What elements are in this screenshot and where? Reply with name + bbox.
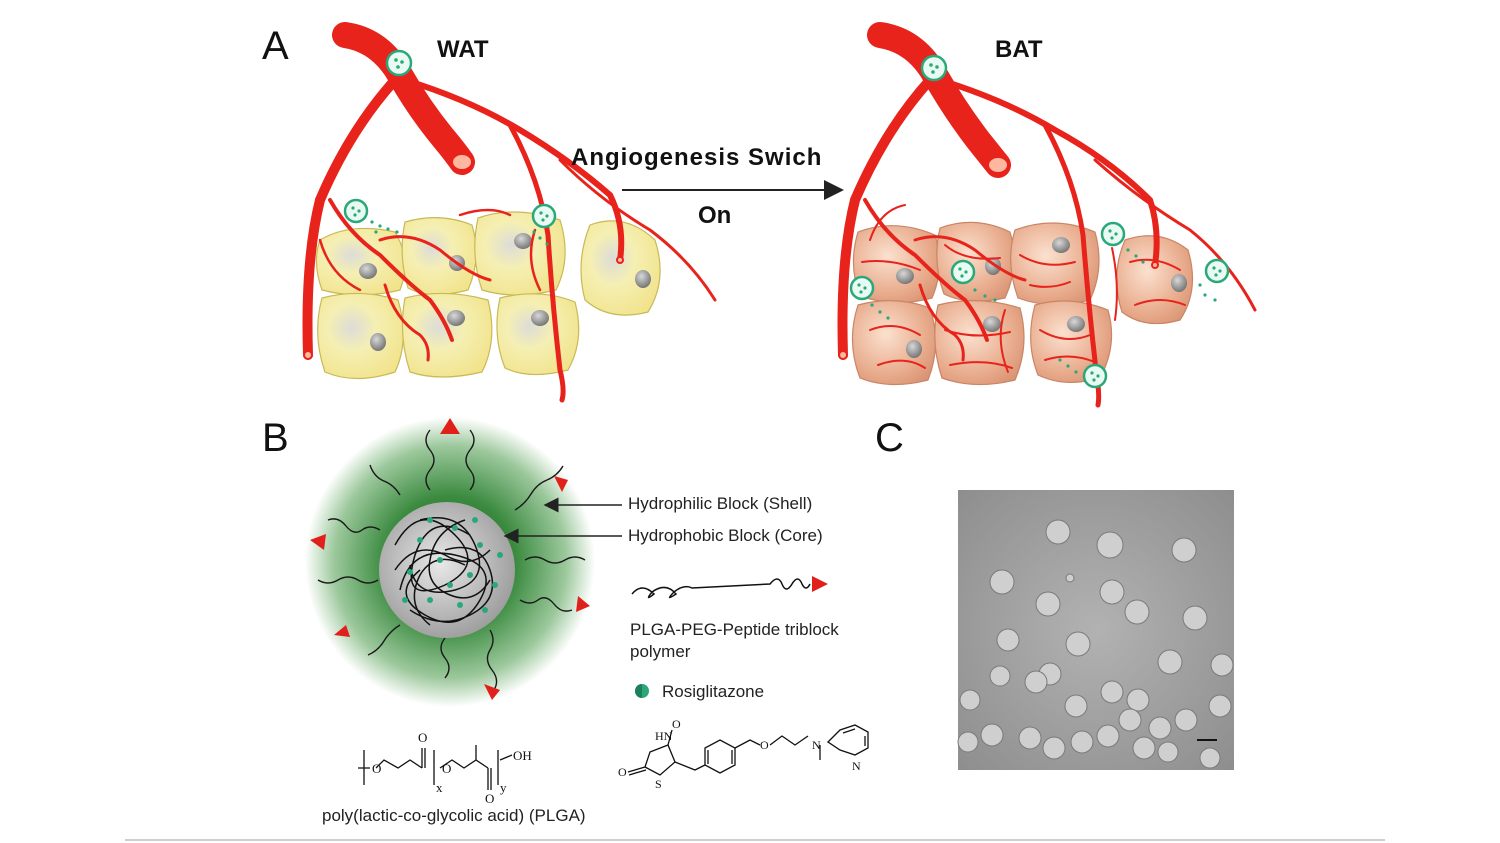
tem-particle — [1099, 579, 1125, 605]
tem-particle — [1210, 653, 1234, 677]
tem-particle — [1157, 649, 1183, 675]
legend-core: Hydrophobic Block (Core) — [628, 526, 823, 545]
tem-particle — [1126, 688, 1150, 712]
plga-o-ether-2: O — [442, 761, 451, 776]
plga-o-carbonyl-2: O — [485, 791, 494, 806]
tem-particle — [989, 569, 1015, 595]
tem-particle — [1208, 694, 1232, 718]
micelle-core — [379, 502, 515, 638]
tem-particle — [1199, 747, 1221, 769]
plga-o-carbonyl-1: O — [418, 730, 427, 745]
tem-particle — [980, 723, 1004, 747]
tem-particle — [1070, 730, 1094, 754]
legend-polymer-line1: PLGA-PEG-Peptide triblock — [630, 620, 839, 639]
tem-particle — [1064, 694, 1088, 718]
plga-oh: OH — [513, 748, 532, 763]
rosi-n-pyridine: N — [852, 759, 861, 773]
tem-particle — [989, 665, 1011, 687]
rosiglitazone-loaded — [402, 517, 503, 613]
tem-particle — [957, 731, 979, 753]
bat-illustration — [837, 22, 1257, 408]
tem-particle — [1042, 736, 1066, 760]
rosi-hn: HN — [655, 729, 673, 743]
tem-particle — [1018, 726, 1042, 750]
tem-particle — [1065, 631, 1091, 657]
wat-title: WAT — [437, 36, 489, 63]
rosi-n-amine: N — [812, 738, 821, 752]
triblock-polymer-icon — [631, 576, 828, 599]
tem-particle — [1148, 716, 1172, 740]
panel-label-a: A — [262, 24, 289, 68]
rosi-o-carbonyl-2: O — [618, 765, 627, 779]
tem-particle — [1045, 519, 1071, 545]
micelle-diagram — [305, 417, 595, 707]
tem-micrograph — [957, 490, 1234, 770]
tem-particle — [1124, 599, 1150, 625]
plga-atom-labels: O O x O O y OH — [372, 730, 532, 806]
wat-vessel-openings — [303, 153, 624, 360]
rosiglitazone-atom-labels: HN O O S O N N — [618, 717, 861, 791]
rosiglitazone-structure — [627, 724, 869, 776]
rosi-o-carbonyl: O — [672, 717, 681, 731]
peptide-targets — [310, 418, 590, 700]
transition-label-top: Angiogenesis Swich — [571, 144, 823, 171]
plga-structure — [358, 745, 513, 790]
wat-illustration — [302, 22, 717, 403]
tem-particle — [1132, 736, 1156, 760]
tem-particle — [1096, 531, 1124, 559]
panel-label-c: C — [875, 416, 904, 460]
tem-particle — [1174, 708, 1198, 732]
tem-particle — [1096, 724, 1120, 748]
panel-label-b: B — [262, 416, 289, 460]
plga-y-subscript: y — [500, 780, 507, 795]
tem-particle — [1035, 591, 1061, 617]
rosi-s: S — [655, 777, 662, 791]
tem-particle — [1118, 708, 1142, 732]
tem-particles — [957, 519, 1234, 769]
transition-label-bottom: On — [698, 202, 732, 229]
rosiglitazone-legend-icon — [635, 684, 649, 698]
wat-blood-vessels — [302, 22, 717, 403]
tem-particle — [996, 628, 1020, 652]
plga-caption: poly(lactic-co-glycolic acid) (PLGA) — [322, 806, 586, 825]
tem-particle — [1100, 680, 1124, 704]
tem-particle — [959, 689, 981, 711]
tem-particle — [1171, 537, 1197, 563]
wat-adipocytes — [315, 211, 661, 380]
peg-chains — [317, 429, 586, 691]
legend-polymer-line2: polymer — [630, 642, 691, 661]
legend-shell: Hydrophilic Block (Shell) — [628, 494, 813, 513]
bat-vessel-openings — [838, 156, 1159, 360]
bat-nanoparticles — [849, 54, 1230, 389]
wat-nanoparticles — [343, 49, 557, 246]
bat-title: BAT — [995, 36, 1043, 63]
plga-x-subscript: x — [436, 780, 443, 795]
rosi-o-ether: O — [760, 738, 769, 752]
tem-particle — [1182, 605, 1208, 631]
tem-particle — [1024, 670, 1048, 694]
plga-o-ether-1: O — [372, 761, 381, 776]
tem-particle — [1157, 741, 1179, 763]
plga-core-chains — [394, 517, 494, 626]
bat-nuclei — [896, 237, 1187, 358]
legend-rosiglitazone: Rosiglitazone — [662, 682, 765, 701]
tem-particle — [1065, 573, 1075, 583]
